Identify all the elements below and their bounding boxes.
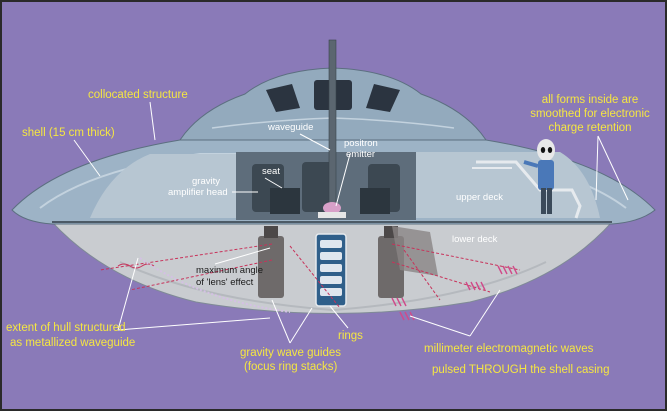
label-positron-1: positron (344, 138, 378, 149)
label-gravity-amp-1: gravity (192, 176, 220, 187)
label-gravity-amp-2: amplifier head (168, 187, 228, 198)
seat-right-base (360, 188, 390, 214)
label-gravity-wave-guides-1: gravity wave guides (240, 347, 341, 359)
label-gravity-wave-guides-2: (focus ring stacks) (244, 361, 337, 373)
label-extent-2: as metallized waveguide (10, 337, 135, 349)
label-extent-1: extent of hull structured (6, 322, 126, 334)
label-max-angle-1: maximum angle (196, 265, 263, 276)
label-upper-deck: upper deck (456, 192, 503, 203)
emitter-base (318, 212, 346, 218)
label-all-forms-3: charge retention (548, 122, 631, 134)
ring-3 (320, 264, 342, 272)
label-collocated-structure: collocated structure (88, 89, 188, 101)
label-mm-waves-1: millimeter electromagnetic waves (424, 343, 594, 355)
waveguide-mast (329, 40, 336, 216)
ring-4 (320, 276, 342, 284)
label-positron-2: emitter (346, 149, 375, 160)
alien-eye-right (548, 147, 552, 153)
label-rings: rings (338, 330, 363, 342)
label-mm-waves-2: pulsed THROUGH the shell casing (432, 364, 609, 376)
ring-2 (320, 252, 342, 260)
ring-1 (320, 240, 342, 248)
label-shell: shell (15 cm thick) (22, 127, 115, 139)
label-waveguide: waveguide (267, 122, 313, 133)
alien-leg-left (541, 188, 546, 214)
alien-body (538, 160, 554, 190)
alien-eye-left (541, 147, 545, 153)
label-max-angle-2: of 'lens' effect (196, 277, 254, 288)
label-all-forms-1: all forms inside are (542, 94, 639, 106)
seat-left-base (270, 188, 300, 214)
alien-leg-right (547, 188, 552, 214)
alien-head (537, 139, 555, 161)
gw-guide-left-top (264, 226, 278, 238)
ring-5 (320, 288, 342, 296)
label-all-forms-2: smoothed for electronic (530, 108, 650, 120)
label-lower-deck: lower deck (452, 234, 498, 245)
label-seat: seat (262, 166, 280, 177)
